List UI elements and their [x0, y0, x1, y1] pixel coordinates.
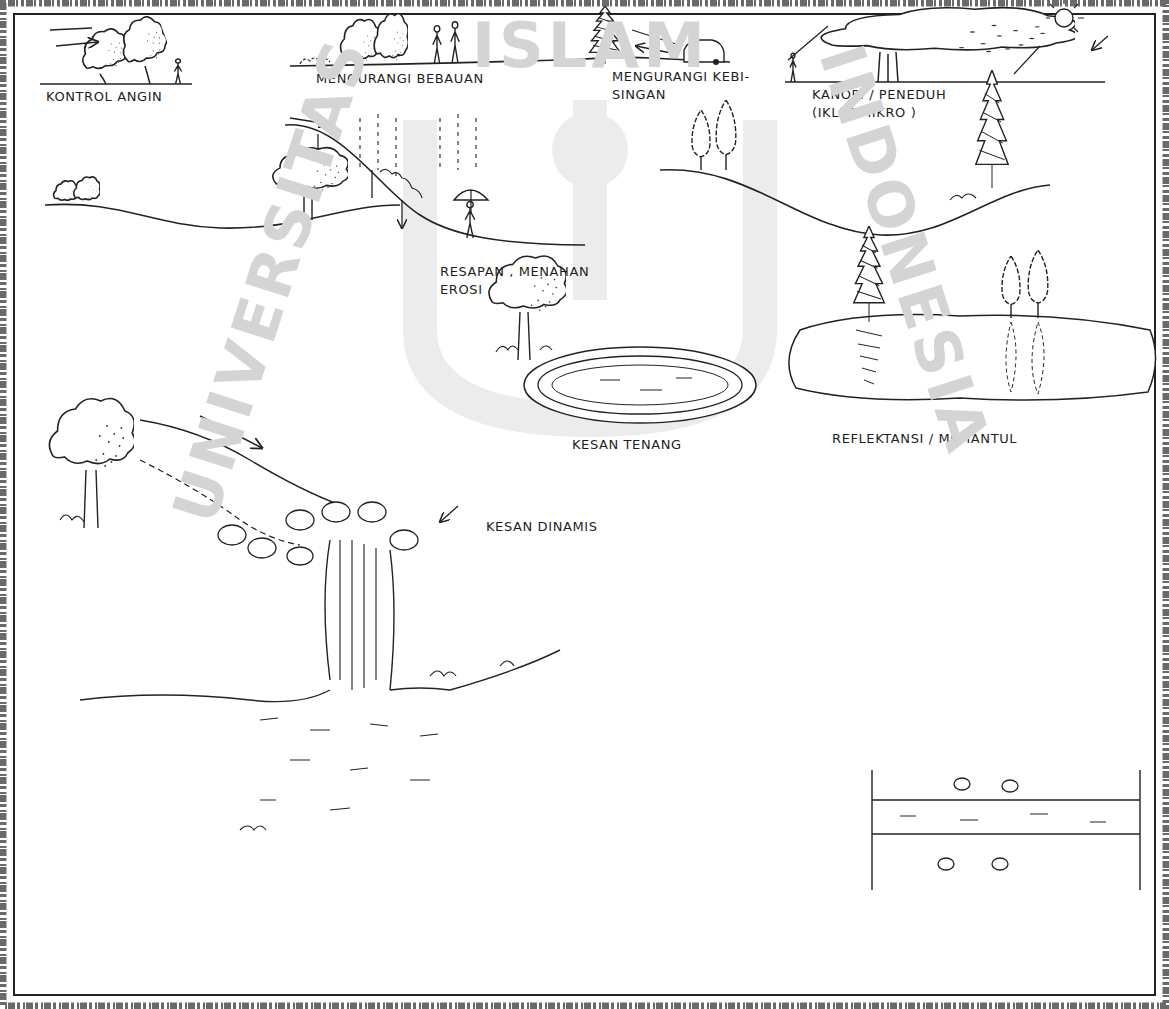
function-label: KONTROL ANGIN — [46, 88, 162, 106]
watermark: ISLAM — [472, 11, 709, 81]
function-label: KESAN TENANG — [572, 436, 682, 454]
function-label: RESAPAN , MENAHAN EROSI — [440, 263, 618, 299]
function-label: KESAN DINAMIS — [486, 518, 598, 536]
watermark: UNIVERSITAS — [160, 29, 383, 531]
